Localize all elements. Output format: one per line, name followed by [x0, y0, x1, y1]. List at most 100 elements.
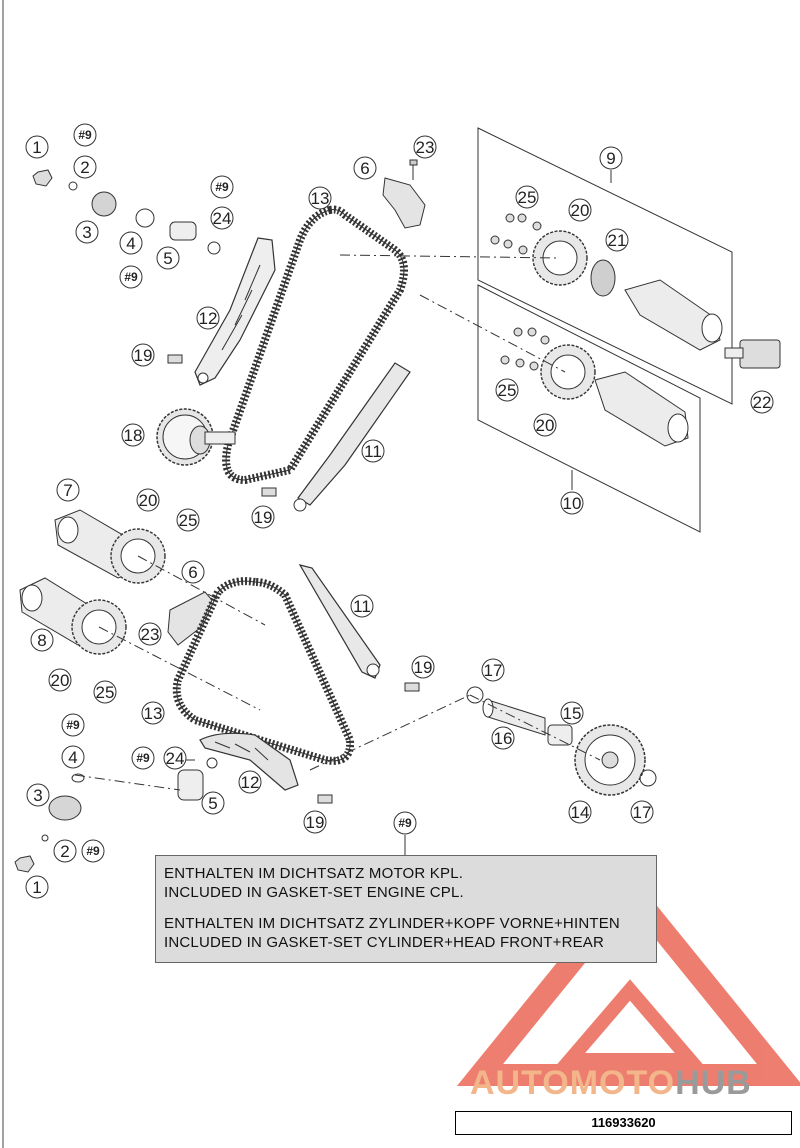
svg-text:5: 5	[208, 794, 217, 813]
callout-6-top: 6	[353, 156, 377, 180]
tensioner-rail-lower	[199, 732, 299, 791]
svg-text:19: 19	[134, 346, 153, 365]
callout-20-a: 20	[568, 198, 592, 222]
watermark-text: AUTOMOTOHUB	[470, 1064, 800, 1103]
gasket-set-note: ENTHALTEN IM DICHTSATZ MOTOR KPL. INCLUD…	[155, 855, 657, 963]
svg-text:19: 19	[254, 508, 273, 527]
callout-4-top: 4	[119, 231, 143, 255]
callout-2-top: 2	[73, 155, 97, 179]
camshaft-box-9	[477, 127, 733, 405]
callout-17-b: 17	[630, 800, 654, 824]
idler-shaft-16	[482, 698, 546, 736]
callout-4-lower: 4	[61, 745, 85, 769]
svg-text:#9: #9	[398, 816, 412, 830]
callout-1-top: 1	[25, 135, 49, 159]
callout-5-top: 5	[156, 246, 180, 270]
callout-h9-b: #9	[119, 265, 143, 289]
svg-text:19: 19	[306, 813, 325, 832]
svg-text:15: 15	[563, 704, 582, 723]
note-line-4: INCLUDED IN GASKET-SET CYLINDER+HEAD FRO…	[164, 934, 605, 951]
svg-text:12: 12	[199, 309, 218, 328]
callout-25-c: 25	[176, 508, 200, 532]
note-line-1: ENTHALTEN IM DICHTSATZ MOTOR KPL.	[164, 865, 464, 882]
camshaft-box-10	[477, 284, 701, 533]
watermark-text-part2: HUB	[675, 1064, 752, 1102]
callout-h9-f: #9	[393, 811, 417, 835]
callout-1-lower: 1	[25, 875, 49, 899]
callout-5-lower: 5	[201, 791, 225, 815]
bolt-set-lower-box	[500, 327, 550, 371]
guide-rail-upper	[293, 362, 411, 512]
bolts-19	[167, 354, 420, 804]
callout-h9-a: #9	[73, 123, 97, 147]
callout-19-b: 19	[251, 505, 275, 529]
svg-text:17: 17	[484, 661, 503, 680]
callout-23-lower: 23	[138, 622, 162, 646]
callout-7: 7	[56, 478, 80, 502]
svg-text:25: 25	[179, 511, 198, 530]
svg-text:16: 16	[494, 729, 513, 748]
svg-text:9: 9	[606, 149, 615, 168]
callout-labels: 1 #9 2 3 4 #9 5 #9 24 6 23 13 12 19 18 1…	[25, 123, 774, 899]
svg-text:20: 20	[536, 416, 555, 435]
svg-text:8: 8	[37, 631, 46, 650]
svg-text:12: 12	[241, 773, 260, 792]
callout-17-a: 17	[481, 658, 505, 682]
svg-text:17: 17	[633, 803, 652, 822]
idler-gear-14	[574, 724, 646, 796]
camshaft-sprocket-upper-10	[540, 344, 596, 400]
svg-text:#9: #9	[136, 751, 150, 765]
callout-3-lower: 3	[26, 783, 50, 807]
callout-10: 10	[560, 491, 584, 515]
watermark-logo	[456, 872, 800, 1086]
svg-text:#9: #9	[215, 180, 229, 194]
svg-text:11: 11	[353, 597, 371, 616]
callout-19-d: 19	[303, 810, 327, 834]
cam-gear-21	[590, 259, 616, 297]
callout-24-lower: 24	[163, 746, 187, 770]
svg-text:3: 3	[33, 786, 42, 805]
idler-gear-upper	[156, 408, 236, 466]
svg-text:22: 22	[753, 393, 772, 412]
svg-text:18: 18	[124, 426, 143, 445]
svg-text:14: 14	[571, 803, 590, 822]
callout-2-lower: 2	[53, 839, 77, 863]
drawing-number: 116933620	[455, 1111, 792, 1135]
callout-16: 16	[491, 726, 515, 750]
note-line-3: ENTHALTEN IM DICHTSATZ ZYLINDER+KOPF VOR…	[164, 915, 620, 932]
callout-25-a: 25	[515, 185, 539, 209]
callout-20-c: 20	[136, 488, 160, 512]
svg-text:25: 25	[518, 188, 537, 207]
svg-text:13: 13	[311, 189, 330, 208]
washers-17	[466, 686, 657, 787]
callout-14: 14	[568, 800, 592, 824]
callout-19-c: 19	[411, 655, 435, 679]
tensioner-rail-upper	[194, 237, 276, 386]
alignment-lines	[74, 254, 601, 791]
svg-text:13: 13	[144, 704, 163, 723]
svg-text:6: 6	[188, 563, 197, 582]
callout-20-d: 20	[48, 668, 72, 692]
callout-12-top: 12	[196, 306, 220, 330]
callout-12-lower: 12	[238, 770, 262, 794]
svg-text:20: 20	[571, 201, 590, 220]
camshaft-10	[594, 371, 689, 447]
callout-8: 8	[30, 628, 54, 652]
svg-text:25: 25	[498, 381, 517, 400]
svg-text:1: 1	[32, 138, 41, 157]
callout-23-top: 23	[413, 135, 437, 159]
svg-text:10: 10	[563, 494, 582, 513]
svg-text:#9: #9	[78, 128, 92, 142]
callout-11-lower: 11	[350, 594, 374, 618]
callout-19-a: 19	[131, 343, 155, 367]
svg-text:4: 4	[126, 234, 135, 253]
svg-text:19: 19	[414, 658, 433, 677]
callout-18: 18	[121, 423, 145, 447]
callout-22: 22	[750, 390, 774, 414]
callout-h9-e: #9	[131, 746, 155, 770]
svg-text:23: 23	[141, 625, 160, 644]
svg-text:23: 23	[416, 138, 435, 157]
camshaft-9	[624, 279, 723, 351]
svg-text:1: 1	[32, 878, 41, 897]
